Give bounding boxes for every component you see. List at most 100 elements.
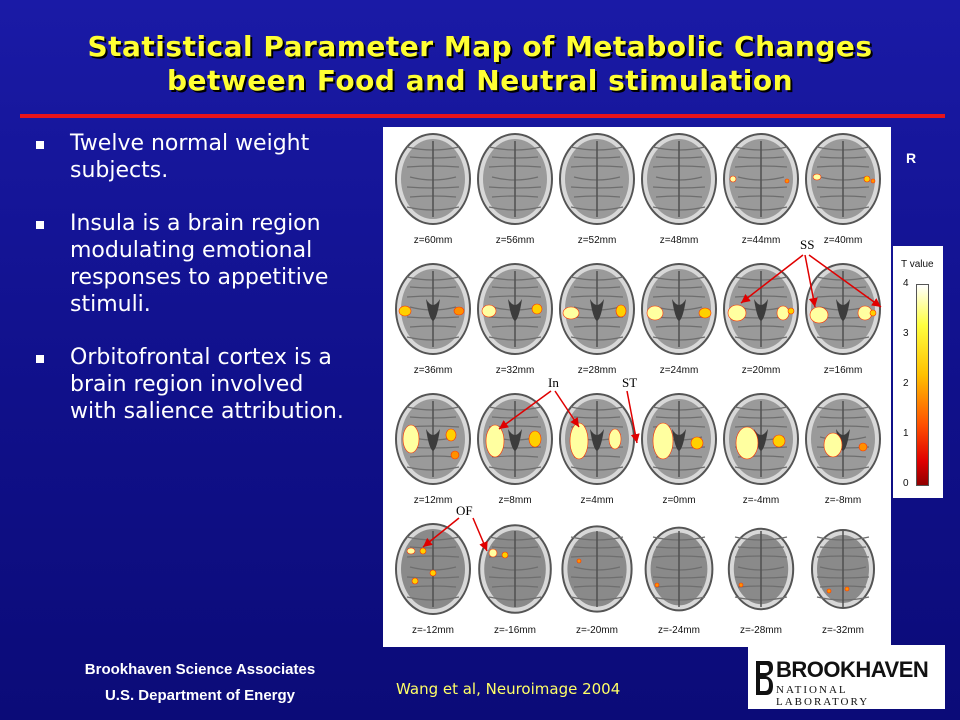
slice-label: z=40mm (823, 235, 863, 246)
slice-label: z=-12mm (412, 625, 454, 636)
slice-label: z=52mm (577, 235, 617, 246)
bullet-text: Insula is a brain region modulating emot… (70, 211, 329, 317)
ventricle (590, 299, 604, 321)
bullet-item: Insula is a brain region modulating emot… (36, 210, 356, 318)
brain-slice-image (559, 133, 635, 225)
slice-label: z=44mm (741, 235, 781, 246)
bullet-item: Orbitofrontal cortex is a brain region i… (36, 344, 356, 425)
activation-blob (858, 442, 868, 452)
slice-label: z=56mm (495, 235, 535, 246)
brain-slice-image (561, 525, 633, 613)
activation-blob (826, 588, 832, 594)
arrow-in-left (498, 390, 552, 430)
brain-slice (393, 521, 473, 617)
ventricle (754, 299, 768, 321)
brain-slice-image (641, 393, 717, 485)
brain-slice (803, 261, 883, 357)
brain-slice (639, 521, 719, 617)
slice-row: z=60mm z=56mm z=52mm z=48mm z=44mm z=40m… (383, 127, 891, 257)
activation-blob (445, 428, 457, 442)
activation-blob (812, 173, 822, 181)
activation-blob (863, 175, 871, 183)
annotation-st: ST (621, 375, 639, 390)
slice-label: z=0mm (662, 495, 696, 506)
orientation-label: R (906, 150, 917, 166)
footer-org-line2: U.S. Department of Energy (104, 687, 296, 704)
brain-slice-image (559, 263, 635, 355)
bullet-square-icon (36, 141, 44, 149)
activation-blob (646, 305, 664, 321)
logo-subtitle: NATIONAL LABORATORY (776, 684, 870, 708)
colorbar-tick: 2 (903, 378, 909, 389)
activation-blob (738, 582, 744, 588)
title-divider (20, 114, 945, 118)
ventricle (836, 429, 850, 451)
brain-slice-image (478, 524, 552, 614)
slide-title: Statistical Parameter Map of Metabolic C… (87, 30, 873, 97)
brain-slice-montage: z=60mm z=56mm z=52mm z=48mm z=44mm z=40m… (383, 127, 891, 647)
activation-blob (398, 305, 412, 317)
slice-label: z=-32mm (822, 625, 864, 636)
colorbar: T value 4 3 2 1 0 (893, 246, 943, 498)
activation-blob (729, 175, 737, 183)
slice-label: z=20mm (741, 365, 781, 376)
brain-slice (721, 131, 801, 227)
activation-blob (402, 424, 420, 454)
activation-blob (528, 430, 542, 448)
brain-slice (557, 521, 637, 617)
brain-slice (803, 131, 883, 227)
ventricle (426, 429, 440, 451)
slice-label: z=-4mm (742, 495, 780, 506)
activation-blob (453, 306, 465, 316)
brain-slice (639, 391, 719, 487)
activation-blob (429, 569, 437, 577)
activation-blob (787, 307, 795, 315)
brain-slice (475, 521, 555, 617)
brain-slice-image (395, 133, 471, 225)
slice-label: z=-8mm (824, 495, 862, 506)
brain-slice-image (811, 529, 875, 609)
brain-slice (475, 131, 555, 227)
activation-blob (411, 577, 419, 585)
bullet-text: Orbitofrontal cortex is a brain region i… (70, 345, 344, 424)
activation-blob (654, 582, 660, 588)
activation-blob (419, 547, 427, 555)
brain-slice (475, 261, 555, 357)
activation-blob (735, 426, 759, 460)
ventricle (508, 299, 522, 321)
activation-blob (485, 424, 505, 458)
slice-label: z=-24mm (658, 625, 700, 636)
arrow-in-right (554, 390, 580, 428)
slice-label: z=24mm (659, 365, 699, 376)
slice-row: z=12mm z=8mm z=4mm z=0mm z=-4mm z=-8mm (383, 387, 891, 517)
arrow-st (626, 390, 640, 444)
brain-slice-image (477, 133, 553, 225)
brain-slice-image (805, 393, 881, 485)
colorbar-title: T value (901, 259, 934, 270)
colorbar-tick: 0 (903, 478, 909, 489)
brain-slice (721, 391, 801, 487)
annotation-ss: SS (799, 237, 816, 252)
slice-label: z=48mm (659, 235, 699, 246)
slice-label: z=16mm (823, 365, 863, 376)
activation-blob (406, 547, 416, 555)
bullet-item: Twelve normal weight subjects. (36, 130, 356, 184)
brain-slice-image (641, 133, 717, 225)
brookhaven-logo: BROOKHAVEN NATIONAL LABORATORY (748, 645, 945, 709)
footer-organization: Brookhaven Science Associates U.S. Depar… (40, 657, 360, 709)
annotation-arrows (422, 254, 882, 552)
slice-label: z=4mm (580, 495, 614, 506)
ventricle (672, 429, 686, 451)
colorbar-tick: 3 (903, 328, 909, 339)
activation-blob (450, 450, 460, 460)
slice-label: z=8mm (498, 495, 532, 506)
colorbar-tick: 4 (903, 278, 909, 289)
slice-label: z=-20mm (576, 625, 618, 636)
brain-slice (803, 521, 883, 617)
brain-slice-image (727, 527, 795, 611)
brain-slice-image (477, 263, 553, 355)
colorbar-tick: 1 (903, 428, 909, 439)
brain-slice (557, 391, 637, 487)
annotation-in: In (547, 375, 560, 390)
bullet-square-icon (36, 355, 44, 363)
